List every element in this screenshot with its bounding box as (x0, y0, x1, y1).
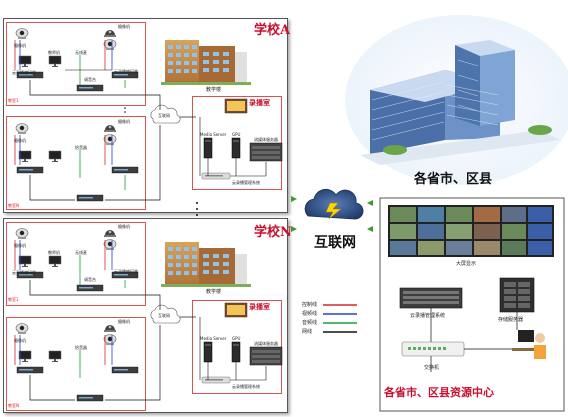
region-building-graphic (345, 15, 568, 185)
school-n-graphics (14, 228, 283, 402)
school-n-media-server-label: Media Server (200, 336, 227, 341)
center-title: 各省市、区县资源中心 (384, 386, 494, 399)
school-n-title: 学校N (254, 225, 292, 240)
school-a-title: 学校A (254, 23, 291, 38)
legend-video: 视频线 (302, 311, 318, 317)
school-a-matrix-label: 流媒体服务器 (254, 137, 278, 142)
school-n-gpu-label: GPU (232, 336, 241, 341)
school-n-board-label: 教师机 (48, 250, 60, 255)
school-a-media-server-label: Media Server (200, 132, 227, 137)
storage-label: 存储服务器 (498, 317, 524, 323)
center-switch-label: 交换机 (424, 365, 440, 371)
school-n-recorder1-label: 云录播编码器 (12, 270, 36, 275)
region-title: 各省市、区县 (414, 172, 493, 187)
school-n-classroom-1-label: 教室1 (8, 297, 19, 302)
school-n-classroom-n-label: 教室N (8, 403, 19, 408)
legend-control: 控制线 (302, 302, 318, 308)
school-a-building-label: 教学楼 (206, 87, 222, 93)
internet-cloud-graphic (304, 188, 364, 220)
school-n-cam2-label: 摄像机 (118, 224, 130, 229)
school-n-pickup-label: 拾音器 (75, 345, 87, 350)
center-switch-graphic (401, 341, 465, 357)
school-n-recorder2-label: 云录播编码器 (114, 269, 138, 274)
school-n-cloud-sys-label: 云录播管理系统 (232, 384, 260, 389)
school-n-studio-label: 录播室 (249, 303, 270, 311)
school-a-cam1-label: 摄像机 (14, 43, 26, 48)
school-n-classroom-n (6, 317, 146, 411)
video-wall-graphic (388, 205, 554, 257)
school-a-classroom-n (6, 116, 146, 210)
school-a-board-label: 教师机 (48, 50, 60, 55)
video-wall-label: 大屏显示 (456, 261, 477, 267)
school-a-recorder1-label: 云录播编码器 (12, 70, 36, 75)
center-cloud-sys-label: 云录播管理系统 (410, 313, 446, 319)
school-n-campus-net-label: 互联网 (158, 313, 170, 318)
school-a-classroom-1-label: 教室1 (8, 98, 19, 103)
school-n-mic-label: 无线麦 (75, 250, 87, 255)
school-n-cam1-label: 摄像机 (14, 243, 26, 248)
school-a-cloud-sys-label: 云录播管理系统 (232, 180, 260, 185)
school-n-mixer-label: 调音台 (84, 277, 96, 282)
school-n-cam3-label: 摄像机 (14, 338, 26, 343)
school-n-cam4-label: 摄像机 (118, 319, 130, 324)
school-a-cam3-label: 摄像机 (14, 138, 26, 143)
school-a-mixer-label: 调音台 (84, 77, 96, 82)
storage-graphic (499, 277, 535, 313)
school-a-campus-net-label: 互联网 (158, 113, 170, 118)
school-a-pickup-label: 拾音器 (75, 145, 87, 150)
internet-label: 互联网 (314, 235, 356, 251)
school-a-cam4-label: 摄像机 (118, 119, 130, 124)
legend-swatches (323, 304, 357, 333)
school-a-cam2-label: 摄像机 (118, 24, 130, 29)
school-a-gpu-label: GPU (232, 132, 241, 137)
center-server-graphic (399, 287, 463, 309)
legend-audio: 音频线 (302, 320, 318, 326)
school-a-recorder2-label: 云录播编码器 (114, 69, 138, 74)
school-a-studio-label: 录播室 (249, 99, 270, 107)
school-a-mic-label: 无线麦 (75, 50, 87, 55)
school-n-building-label: 教学楼 (206, 289, 222, 295)
school-a-graphics (14, 28, 283, 202)
legend-network: 网线 (302, 329, 313, 335)
school-n-matrix-label: 流媒体服务器 (254, 341, 278, 346)
school-a-classroom-n-label: 教室N (8, 203, 19, 208)
operator-graphic (512, 330, 546, 359)
